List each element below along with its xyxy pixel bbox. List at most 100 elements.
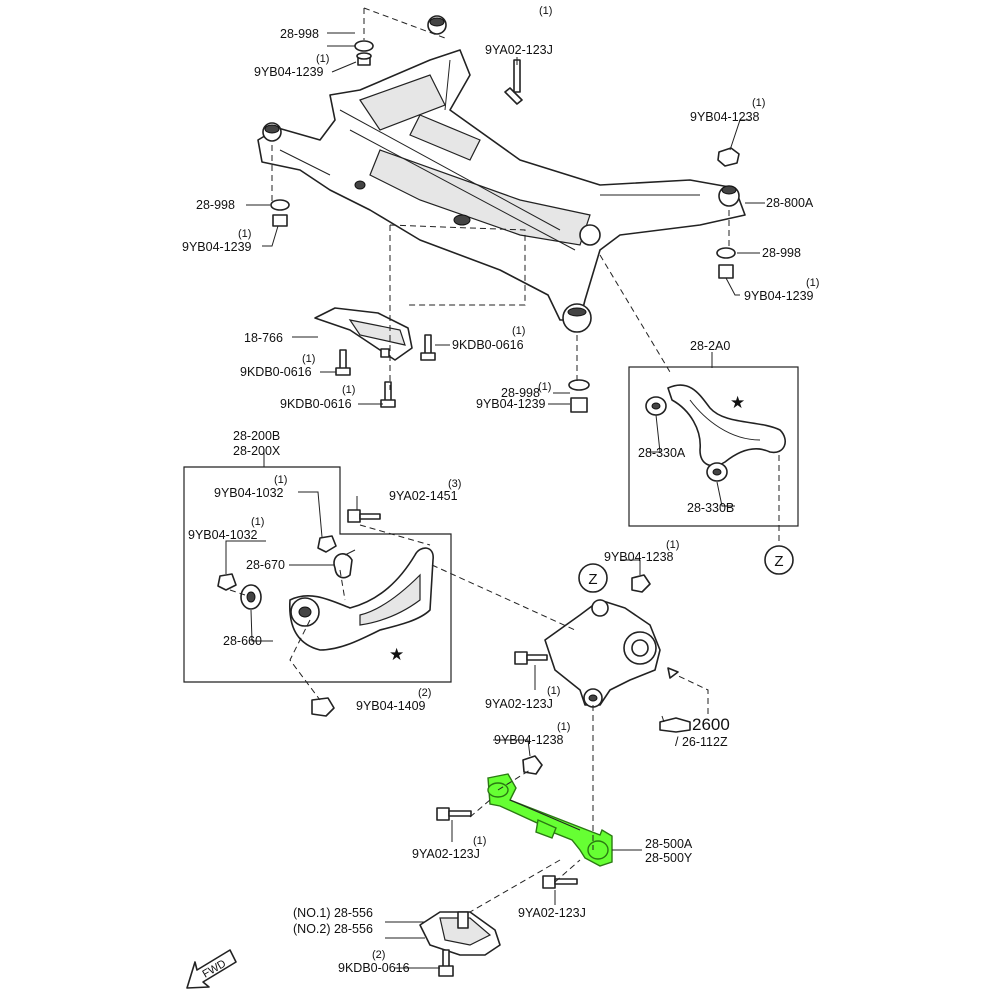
- bolt-9ya02-123j-link-a[interactable]: [436, 807, 472, 821]
- label-c10: 9YB04-1239: [182, 240, 252, 254]
- label-c7: 9YB04-1238: [690, 110, 760, 124]
- bolt-9ya02-1451[interactable]: [347, 509, 381, 523]
- trailing-link-28-500a[interactable]: [487, 773, 613, 867]
- kit-box-28-200b: [183, 466, 452, 683]
- label-c15: 18-766: [244, 331, 283, 345]
- label-c29: 28-200X: [233, 444, 281, 458]
- label-c32: (3): [448, 478, 461, 490]
- label-c30: (1): [274, 474, 287, 486]
- callout-labels: 28-998 (1) 9YB04-1239 (1) 9YA02-123J (1)…: [182, 5, 819, 975]
- label-c53: (NO.1) 28-556: [293, 906, 373, 920]
- bushing-28-330a[interactable]: [645, 396, 667, 416]
- washer-28-998-top[interactable]: [354, 40, 374, 66]
- pointing-hand-icon: [659, 715, 691, 733]
- label-c1: 28-998: [280, 27, 319, 41]
- knuckle-2600[interactable]: [544, 599, 661, 708]
- label-c38: (2): [418, 687, 431, 699]
- label-c3: 9YB04-1239: [254, 65, 324, 79]
- washer-28-998-left[interactable]: [270, 199, 290, 227]
- washer-28-998-bottom[interactable]: [568, 379, 590, 413]
- fwd-arrow-icon: FWD: [186, 949, 237, 989]
- label-c6: (1): [752, 97, 765, 109]
- label-c2: (1): [316, 53, 329, 65]
- label-c14: 9YB04-1239: [744, 289, 814, 303]
- label-c45: / 26-112Z: [675, 735, 728, 749]
- label-c16: (1): [512, 325, 525, 337]
- z-text: Z: [774, 553, 783, 570]
- label-c19: 9KDB0-0616: [240, 365, 312, 379]
- kit-box-28-2a0: [628, 366, 799, 527]
- z-marker-upper: Z: [764, 545, 794, 575]
- label-c36: 28-670: [246, 558, 285, 572]
- label-c51: 28-500Y: [645, 851, 693, 865]
- nut-9yb04-1238-link[interactable]: [522, 755, 543, 775]
- label-c39: 9YB04-1409: [356, 699, 426, 713]
- label-c31: 9YB04-1032: [214, 486, 284, 500]
- upper-arm-28-2a0[interactable]: [667, 384, 786, 467]
- lower-arm-28-200b[interactable]: [289, 547, 434, 651]
- label-c49: 9YA02-123J: [412, 847, 480, 861]
- label-c40: (1): [666, 539, 679, 551]
- washer-28-998-right[interactable]: [716, 247, 736, 279]
- label-c17: 9KDB0-0616: [452, 338, 524, 352]
- label-c47: 9YB04-1238: [494, 733, 564, 747]
- label-c48: (1): [473, 835, 486, 847]
- bolt-9ya02-123j-knuckle[interactable]: [514, 651, 548, 665]
- label-c4: (1): [539, 5, 552, 17]
- label-c9: (1): [238, 228, 251, 240]
- star-marker: ★: [730, 393, 745, 412]
- label-c18: (1): [302, 353, 315, 365]
- label-c24: 9YB04-1239: [476, 397, 546, 411]
- label-c12: 28-998: [762, 246, 801, 260]
- nut-9yb04-1409[interactable]: [311, 697, 335, 717]
- label-c56: 9KDB0-0616: [338, 961, 410, 975]
- label-c44: 2600: [692, 715, 730, 734]
- bolts-9kdb0-0616[interactable]: [335, 334, 436, 408]
- arrow-head-2600: [667, 667, 679, 679]
- fwd-text: FWD: [201, 958, 229, 981]
- star-marker-2: ★: [389, 645, 404, 664]
- label-c35: 9YB04-1032: [188, 528, 258, 542]
- bushing-28-330b[interactable]: [706, 462, 728, 482]
- label-c23: (1): [538, 381, 551, 393]
- label-c8: 28-998: [196, 198, 235, 212]
- label-c55: (2): [372, 949, 385, 961]
- label-c22: 28-998: [501, 386, 540, 400]
- label-c20: (1): [342, 384, 355, 396]
- label-c46: (1): [557, 721, 570, 733]
- label-c37: 28-660: [223, 634, 262, 648]
- bushing-28-660[interactable]: [240, 584, 262, 610]
- label-c21: 9KDB0-0616: [280, 397, 352, 411]
- clip-28-670[interactable]: [333, 549, 356, 579]
- label-c50: 28-500A: [645, 837, 693, 851]
- bolt-9kdb0-0616-bottom[interactable]: [438, 949, 454, 977]
- label-c28: 28-200B: [233, 429, 280, 443]
- label-c52: 9YA02-123J: [518, 906, 586, 920]
- z-marker-knuckle: Z: [578, 563, 608, 593]
- bracket-28-556[interactable]: [419, 911, 501, 956]
- bracket-18-766[interactable]: [314, 307, 413, 361]
- label-c54: (NO.2) 28-556: [293, 922, 373, 936]
- label-c11: 28-800A: [766, 196, 814, 210]
- label-c33: 9YA02-1451: [389, 489, 458, 503]
- nut-9yb04-1238-knuckle[interactable]: [631, 574, 651, 593]
- label-c26: 28-330A: [638, 446, 686, 460]
- z-text-2: Z: [588, 571, 597, 588]
- leader-lines: [225, 32, 765, 969]
- label-c27: 28-330B: [687, 501, 734, 515]
- dashed-guides: [229, 7, 780, 913]
- nut-9yb04-1032-a[interactable]: [317, 535, 337, 553]
- subframe-crossmember: [257, 15, 746, 333]
- bolt-9ya02-123j-top[interactable]: [504, 59, 523, 105]
- nut-9yb04-1238-top[interactable]: [717, 147, 740, 167]
- label-c5: 9YA02-123J: [485, 43, 553, 57]
- label-c13: (1): [806, 277, 819, 289]
- label-c41: 9YB04-1238: [604, 550, 674, 564]
- label-c25: 28-2A0: [690, 339, 730, 353]
- bolt-9ya02-123j-link-b[interactable]: [542, 875, 578, 889]
- label-c42: (1): [547, 685, 560, 697]
- label-c34: (1): [251, 516, 264, 528]
- label-c43: 9YA02-123J: [485, 697, 553, 711]
- nut-9yb04-1032-b[interactable]: [217, 573, 237, 591]
